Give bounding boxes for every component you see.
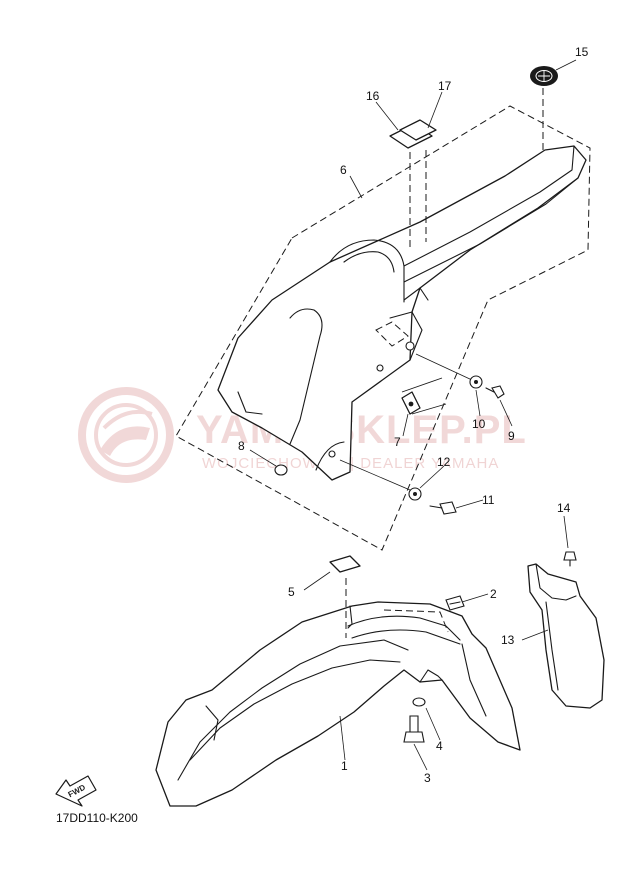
bolt-9-icon xyxy=(491,385,505,399)
callout-14: 14 xyxy=(557,501,571,515)
callout-15: 15 xyxy=(575,45,589,59)
callout-1: 1 xyxy=(341,759,348,773)
bolt-3-head-icon xyxy=(403,731,425,743)
callout-labels: 1 2 3 4 5 6 7 8 9 10 11 12 13 14 15 16 1… xyxy=(238,45,589,785)
bolt-11-icon xyxy=(439,501,457,515)
callout-11: 11 xyxy=(482,493,495,507)
callout-12: 12 xyxy=(437,455,451,469)
callout-13: 13 xyxy=(501,633,515,647)
leader-lines xyxy=(249,59,577,771)
callout-7: 7 xyxy=(394,435,401,449)
reference-code: 17DD110-K200 xyxy=(56,811,138,825)
callout-3: 3 xyxy=(424,771,431,785)
sticker-5-icon xyxy=(329,555,361,573)
bolt-3-shaft-icon xyxy=(409,715,419,733)
fwd-arrow-icon: FWD xyxy=(55,775,97,807)
callout-17: 17 xyxy=(438,79,452,93)
callout-8: 8 xyxy=(238,439,245,453)
rear-fender-assembly-outline xyxy=(175,105,591,551)
collar-8-icon xyxy=(274,464,288,476)
callout-6: 6 xyxy=(340,163,347,177)
watermark-logo-icon xyxy=(78,387,174,483)
front-fender xyxy=(155,601,521,807)
screw-14-icon xyxy=(563,551,577,561)
rear-fender xyxy=(217,145,587,481)
callout-16: 16 xyxy=(366,89,380,103)
callout-5: 5 xyxy=(288,585,295,599)
callout-4: 4 xyxy=(436,739,443,753)
sticker-set xyxy=(389,119,437,149)
washer-4-icon xyxy=(412,697,426,707)
callout-2: 2 xyxy=(490,587,497,601)
mount-guide-outline xyxy=(375,321,409,347)
yamaha-emblem-icon xyxy=(530,66,558,86)
callout-10: 10 xyxy=(472,417,486,431)
rear-fender-hardware xyxy=(274,353,505,515)
front-fender-hardware xyxy=(403,595,465,743)
number-plate xyxy=(527,551,605,709)
callout-9: 9 xyxy=(508,429,515,443)
front-mount-guide xyxy=(383,609,449,633)
